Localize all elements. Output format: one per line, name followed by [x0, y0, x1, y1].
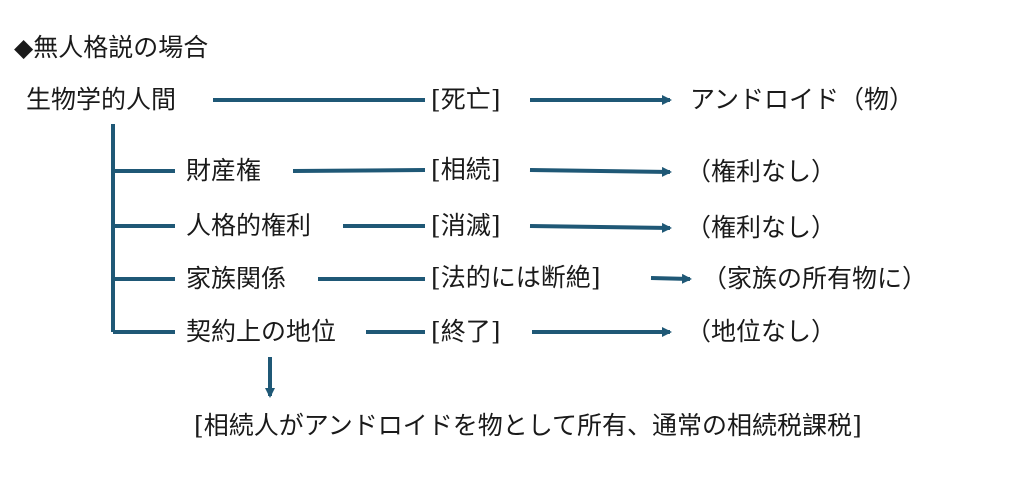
diagram-title: ◆無人格説の場合 [14, 33, 209, 62]
branch-result-label: （家族の所有物に） [702, 264, 928, 293]
branch-event-label: [法的には断絶] [431, 263, 601, 292]
branch-item-label: 人格的権利 [186, 211, 312, 240]
footnote-text: [相続人がアンドロイドを物として所有、通常の相続税課税] [194, 411, 862, 440]
branch-item-label: 財産権 [186, 156, 262, 185]
branch-2-arrow [529, 222, 672, 233]
branch-result-label: （権利なし） [686, 213, 837, 242]
branch-result-label: （地位なし） [686, 317, 837, 346]
main-source-label: 生物学的人間 [26, 85, 177, 114]
branch-event-label: [消滅] [431, 211, 501, 240]
main-result-label: アンドロイド（物） [690, 85, 915, 114]
branch-1-line-to-event [292, 168, 426, 173]
branch-item-label: 家族関係 [186, 264, 287, 293]
main-event-label: [死亡] [431, 85, 501, 114]
branch-3-arrow [650, 273, 692, 284]
branch-event-label: [相続] [431, 155, 501, 184]
branch-event-label: [終了] [431, 317, 501, 346]
branch-result-label: （権利なし） [686, 157, 837, 186]
branch-1-arrow [529, 166, 672, 177]
branch-item-label: 契約上の地位 [186, 317, 337, 346]
